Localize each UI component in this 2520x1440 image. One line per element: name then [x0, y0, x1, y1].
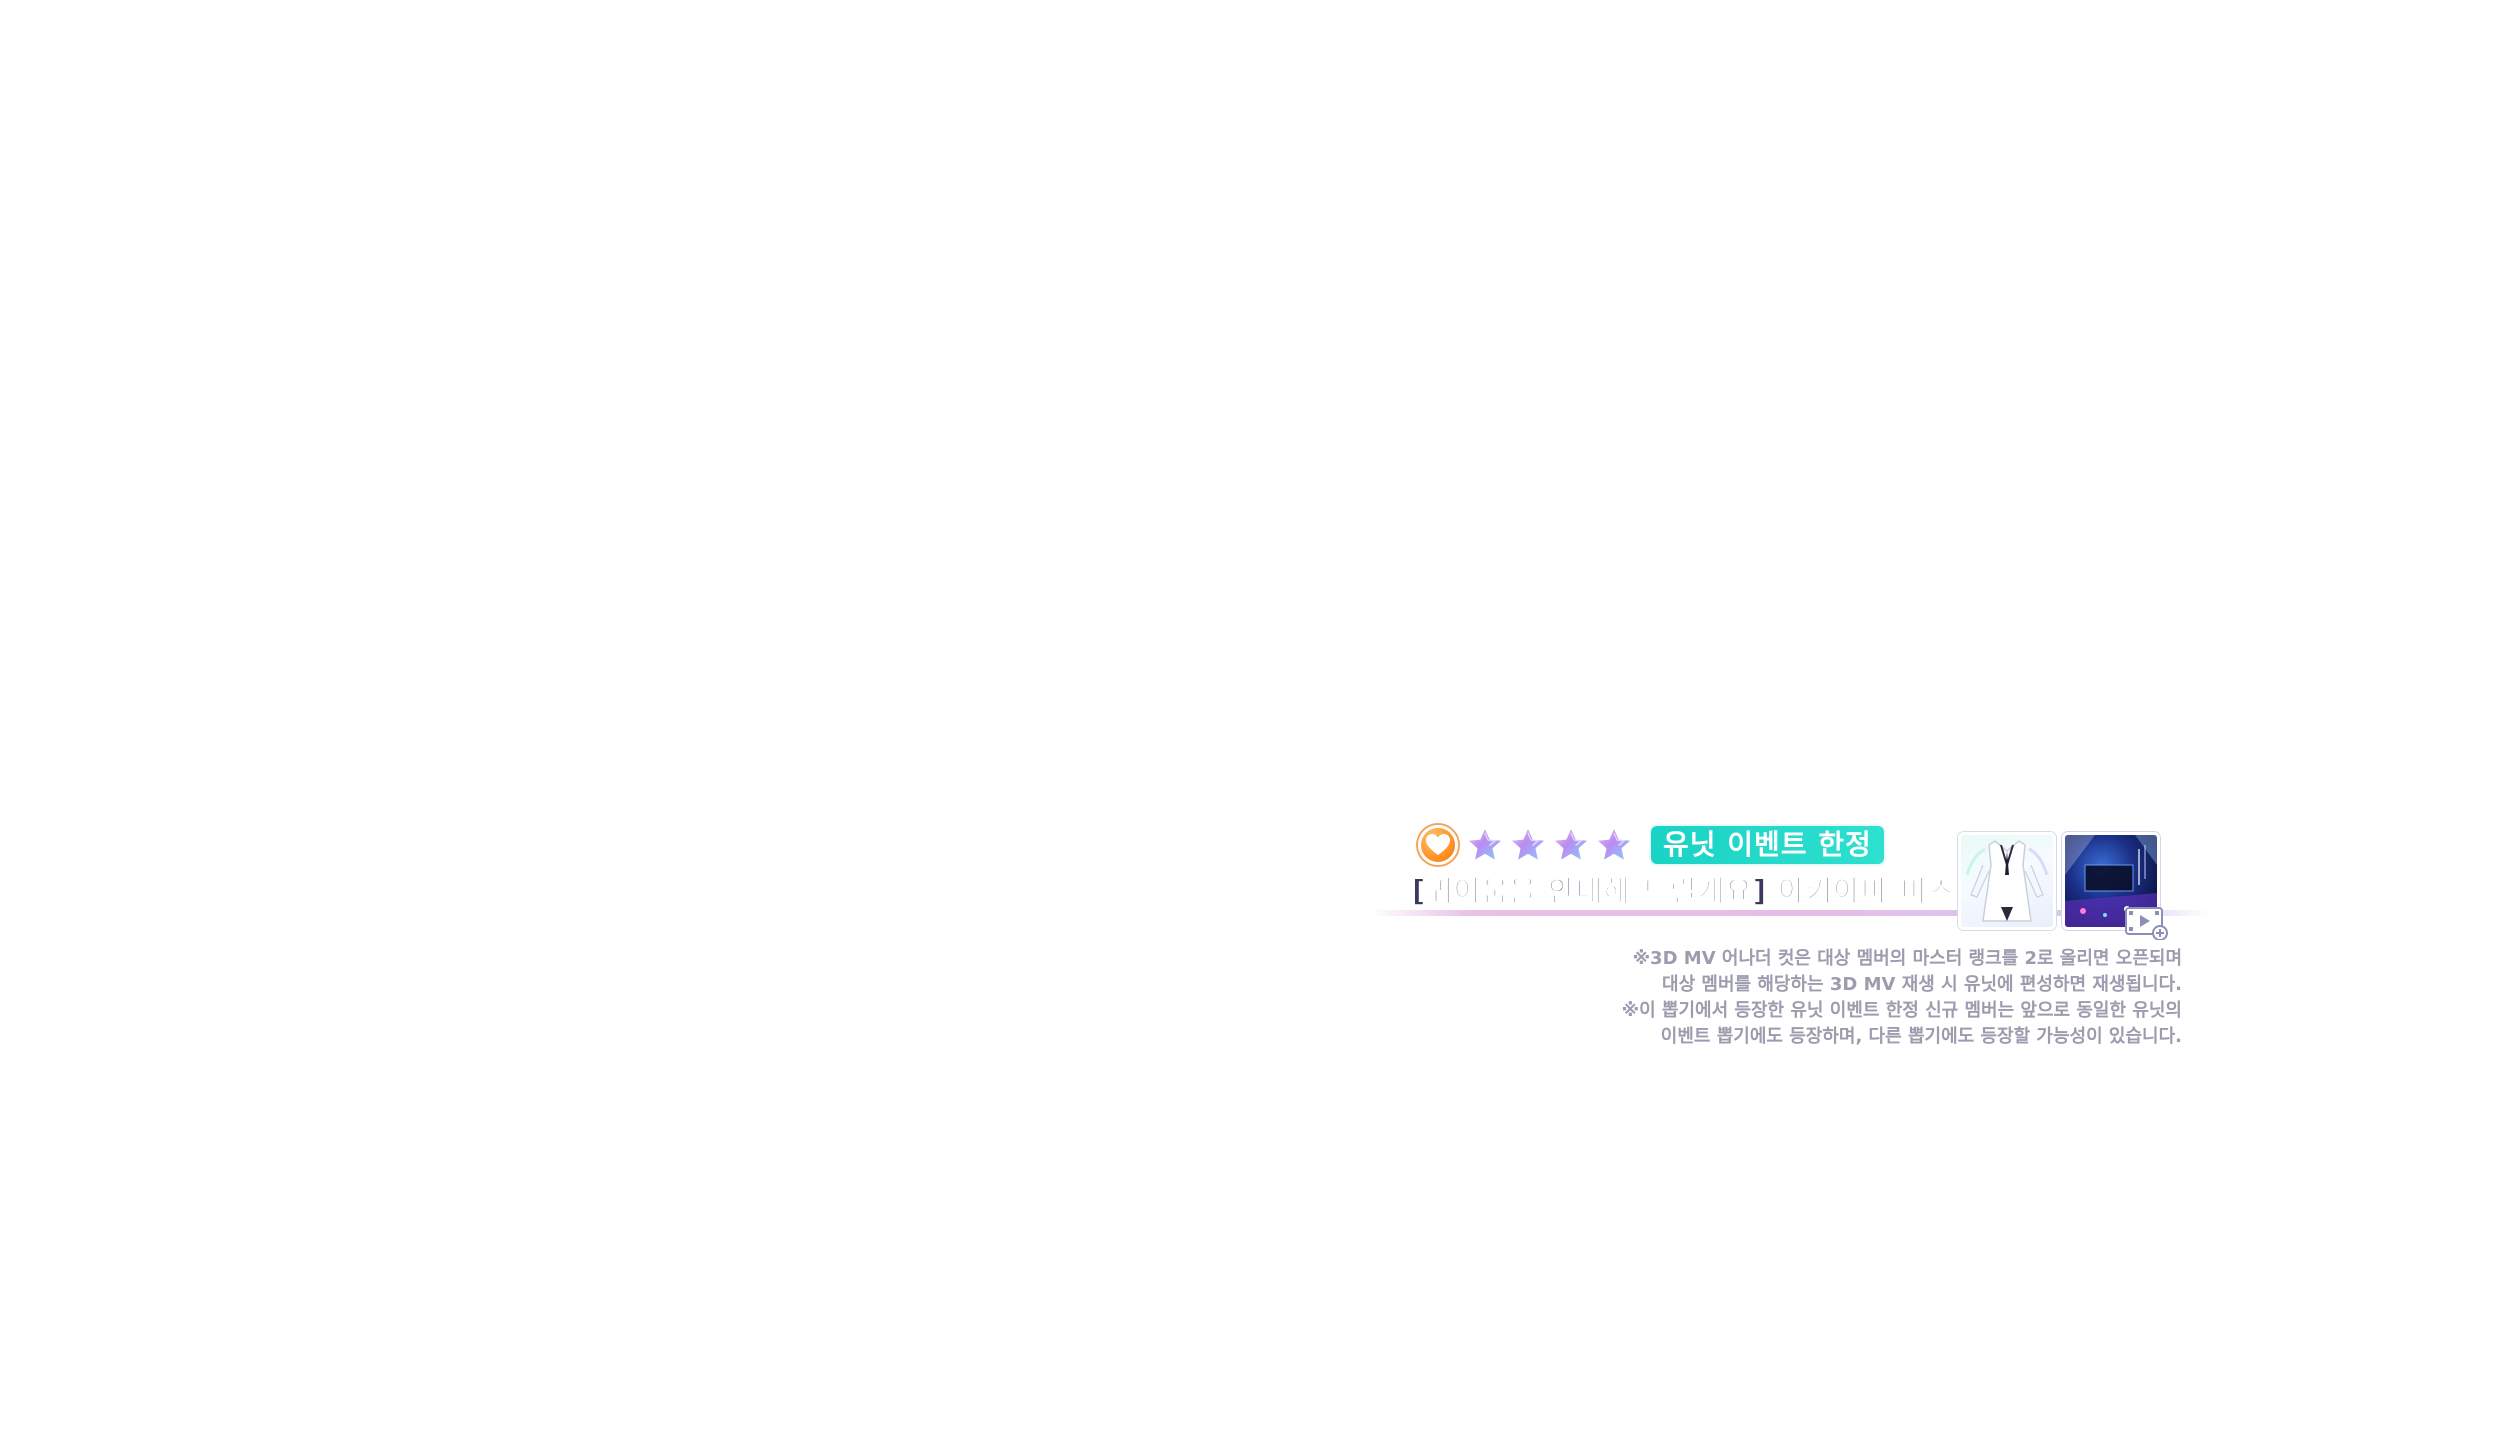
limited-tag: 유닛 이벤트 한정 [1651, 826, 1884, 864]
star-icon [1550, 824, 1592, 864]
video-icon [2124, 904, 2168, 941]
card-title: [귀여움을 안내해 드릴게요] 아키야마 미즈키 [1411, 874, 1984, 909]
note-line: 대상 멤버를 해당하는 3D MV 재생 시 유닛에 편성하면 재생됩니다. [1662, 974, 2182, 995]
heart-icon [1418, 825, 1458, 865]
costume-thumbnail[interactable] [1958, 832, 2056, 930]
note-line: ※3D MV 어나더 컷은 대상 멤버의 마스터 랭크를 2로 올리면 오픈되며 [1632, 948, 2182, 969]
star-icon [1593, 824, 1635, 864]
gacha-notes: ※3D MV 어나더 컷은 대상 멤버의 마스터 랭크를 2로 올리면 오픈되며… [1622, 946, 2182, 1050]
star-icon [1507, 824, 1549, 864]
star-rating [1464, 824, 1635, 866]
rarity-row: 유닛 이벤트 한정 [1418, 822, 1884, 868]
note-line: ※이 뽑기에서 등장한 유닛 이벤트 한정 신규 멤버는 앞으로 동일한 유닛의 [1621, 1000, 2182, 1021]
divider [1370, 910, 2210, 916]
costume-icon [1965, 840, 2049, 922]
star-icon [1464, 824, 1506, 864]
note-line: 이벤트 뽑기에도 등장하며, 다른 뽑기에도 등장할 가능성이 있습니다. [1660, 1026, 2182, 1047]
